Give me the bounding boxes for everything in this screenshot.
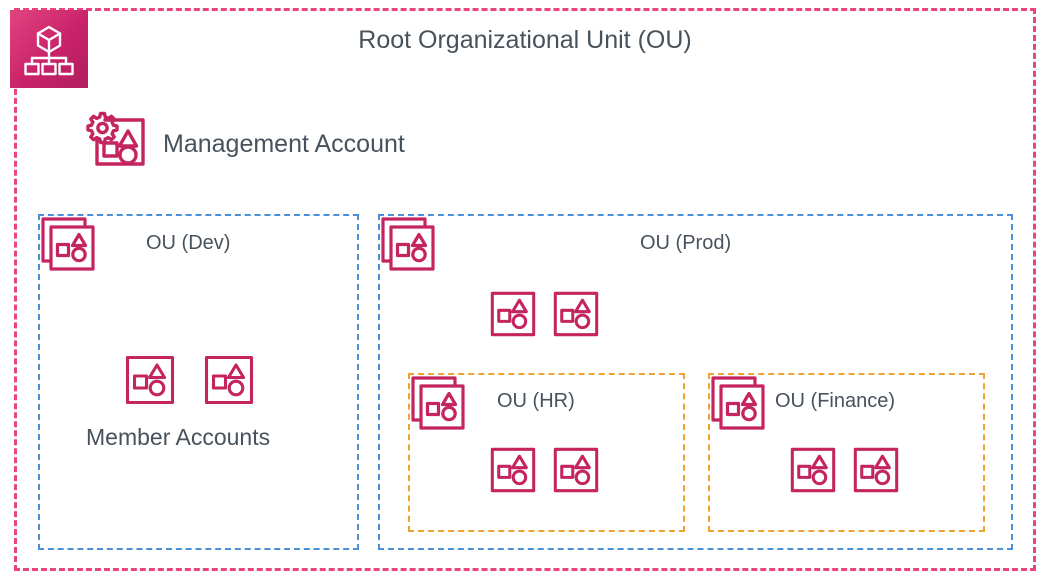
ou-label-prod: OU (Prod) <box>640 232 732 254</box>
ou-boundary-prod <box>378 214 1013 550</box>
member-accounts-label: Member Accounts <box>86 424 271 450</box>
member-account-icon <box>490 447 536 493</box>
ou-label-dev: OU (Dev) <box>146 232 231 254</box>
member-account-icon <box>490 291 536 337</box>
ou-boundary-finance <box>708 373 985 532</box>
ou-boundary-hr <box>408 373 685 532</box>
member-account-icon <box>553 447 599 493</box>
member-account-icon <box>790 447 836 493</box>
organizational-unit-icon-dev <box>40 216 96 272</box>
member-account-icon <box>553 291 599 337</box>
page-title: Root Organizational Unit (OU) <box>358 26 692 54</box>
management-account-icon <box>83 104 151 172</box>
ou-label-finance: OU (Finance) <box>775 390 896 412</box>
aws-organizations-logo <box>10 10 88 88</box>
member-account-icon <box>204 355 254 405</box>
management-account-label: Management Account <box>163 130 405 158</box>
root-ou-boundary <box>14 8 1036 571</box>
member-account-icon <box>125 355 175 405</box>
ou-label-hr: OU (HR) <box>497 390 575 412</box>
organizational-unit-icon-hr <box>410 375 466 431</box>
organizational-unit-icon-finance <box>710 375 766 431</box>
organizational-unit-icon-prod <box>380 216 436 272</box>
member-account-icon <box>853 447 899 493</box>
ou-boundary-dev <box>38 214 359 550</box>
